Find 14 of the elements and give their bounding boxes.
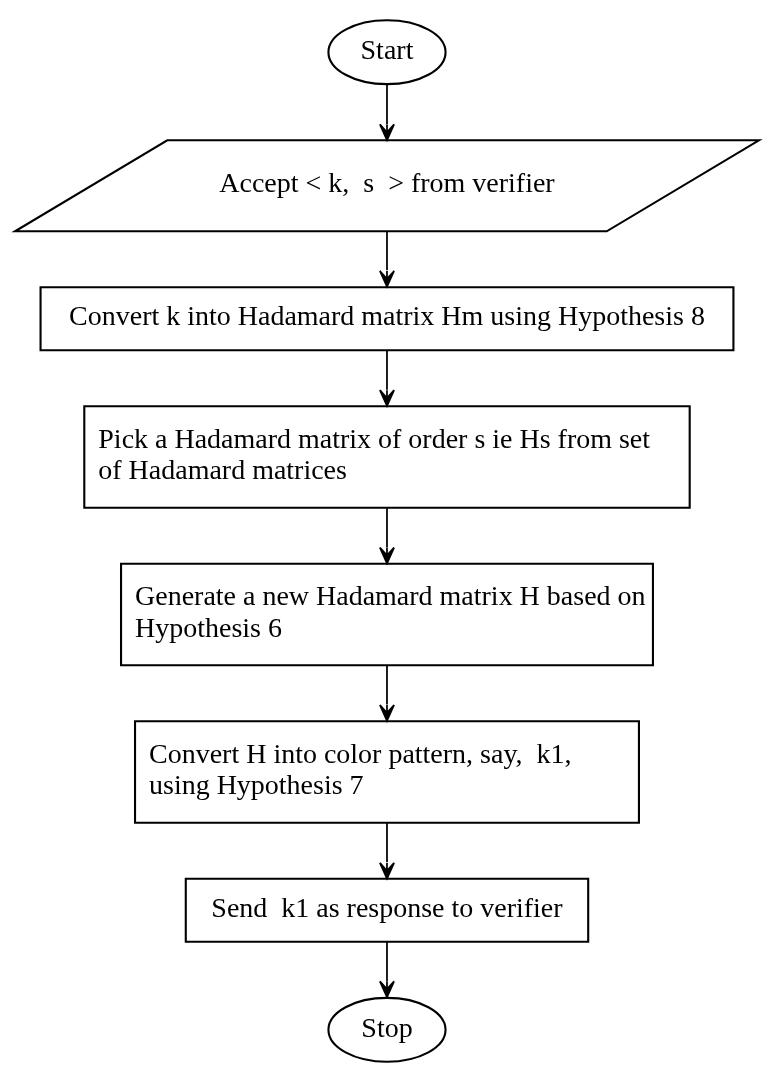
arrow xyxy=(379,230,395,288)
arrow xyxy=(379,940,395,998)
arrow xyxy=(379,507,395,565)
node-box: Convert H into color pattern, say, k1, using Hypothesis 7 xyxy=(134,720,640,824)
arrow xyxy=(379,664,395,722)
node-ellipse: Start xyxy=(327,19,447,86)
arrow xyxy=(379,822,395,880)
node-box: Send k1 as response to verifier xyxy=(184,877,590,943)
node-box: Pick a Hadamard matrix of order s ie Hs from set of Hadamard matrices xyxy=(83,405,691,509)
arrow xyxy=(379,83,395,142)
node-box: Generate a new Hadamard matrix H based on Hypothesis 6 xyxy=(120,562,654,667)
node-box: Convert k into Hadamard matrix Hm using Hypothesis 8 xyxy=(39,286,735,352)
node-ellipse: Stop xyxy=(327,996,447,1063)
arrow xyxy=(379,349,395,407)
